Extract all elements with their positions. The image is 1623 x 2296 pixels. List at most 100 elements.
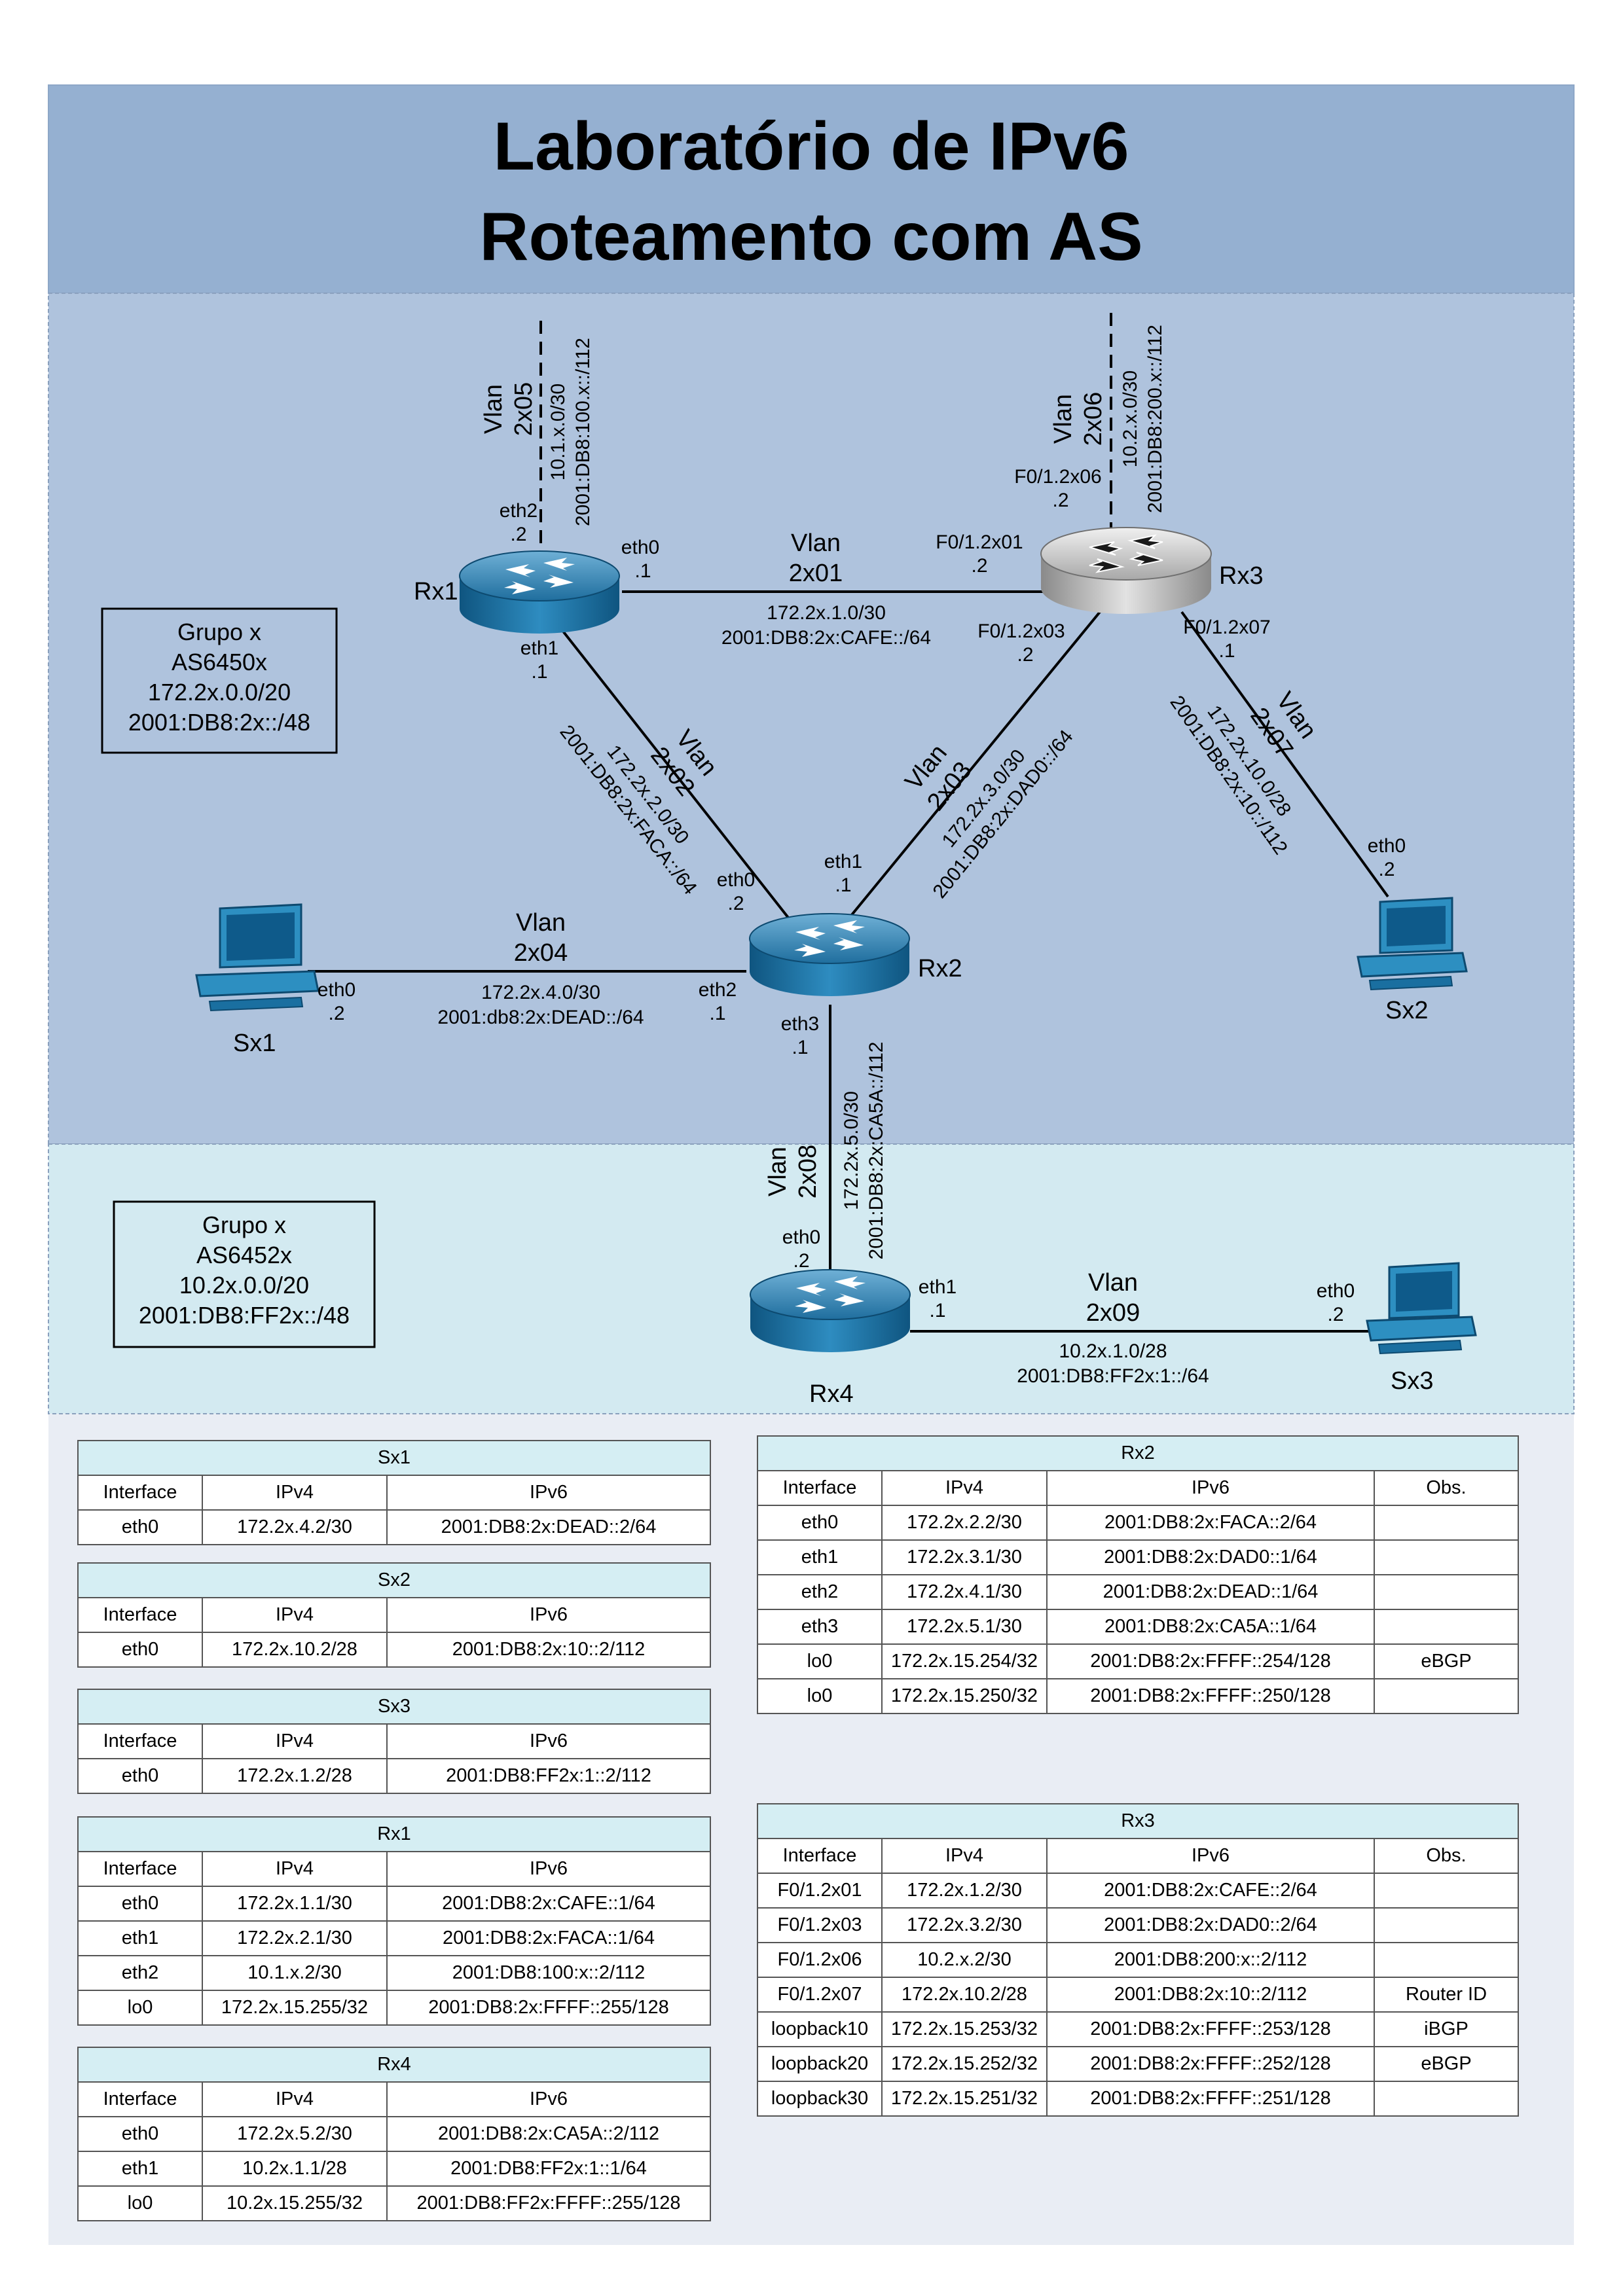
vlan-2x05-label: Vlan [480, 384, 507, 434]
vlan-2x04-ipv4: 172.2x.4.0/30 [481, 982, 600, 1003]
table-cell: 172.2x.3.2/30 [881, 1907, 1048, 1943]
table-cell: 10.2.x.2/30 [881, 1942, 1048, 1978]
router-rx1[interactable] [459, 550, 620, 634]
table-header-cell: Interface [77, 1475, 203, 1511]
table-caption-row: Rx1 [77, 1816, 711, 1852]
group-lower-line4: 2001:DB8:FF2x::/48 [139, 1302, 350, 1329]
port-rx2-eth3-host: .1 [792, 1037, 808, 1058]
table-header-cell: IPv6 [386, 1723, 711, 1759]
table-cell: 2001:DB8:100:x::2/112 [386, 1955, 711, 1991]
table-cell: 2001:DB8:2x:FFFF::254/128 [1046, 1643, 1375, 1679]
table-cell: eBGP [1374, 2046, 1519, 2082]
vlan-2x09-ipv6: 2001:DB8:FF2x:1::/64 [1017, 1365, 1209, 1387]
vlan-2x09-id: 2x09 [1086, 1299, 1140, 1327]
table-cell: 2001:DB8:2x:FACA::1/64 [386, 1920, 711, 1956]
port-rx3-f01-name: F0/1.2x01 [936, 531, 1023, 553]
table-cell: 172.2x.1.2/28 [202, 1758, 388, 1794]
port-sx2-eth0-host: .2 [1378, 859, 1395, 880]
router-rx3[interactable] [1040, 527, 1212, 614]
port-rx3-f06-host: .2 [1052, 490, 1068, 511]
table-cell: F0/1.2x07 [757, 1977, 883, 2013]
table-cell: 172.2x.2.1/30 [202, 1920, 388, 1956]
computer-sx1[interactable] [195, 903, 319, 1012]
table-header-cell: IPv4 [881, 1470, 1048, 1506]
as-upper-area [48, 293, 1575, 1145]
table-cell: loopback20 [757, 2046, 883, 2082]
table-cell: eth0 [77, 1758, 203, 1794]
table-cell: 172.2x.3.1/30 [881, 1539, 1048, 1575]
table-cell: 172.2x.15.251/32 [881, 2081, 1048, 2117]
table-cell [1374, 1574, 1519, 1610]
table-cell: 2001:DB8:2x:FFFF::251/128 [1046, 2081, 1375, 2117]
port-rx1-eth0-name: eth0 [621, 537, 659, 558]
table-cell: 172.2x.4.2/30 [202, 1509, 388, 1545]
vlan-2x09-ipv4: 10.2x.1.0/28 [1059, 1340, 1167, 1362]
vlan-2x06-id: 2x06 [1080, 392, 1107, 446]
router-icon [749, 913, 910, 996]
group-box-lower: Grupo x AS6452x 10.2x.0.0/20 2001:DB8:FF… [113, 1200, 376, 1348]
table-cell [1374, 1678, 1519, 1714]
table-header-cell: IPv6 [1046, 1470, 1375, 1506]
table-caption: Sx1 [77, 1440, 711, 1476]
table-caption: Rx1 [77, 1816, 711, 1852]
port-rx4-eth1-host: .1 [929, 1300, 945, 1321]
table-cell: 2001:DB8:2x:CAFE::1/64 [386, 1886, 711, 1922]
group-lower-line1: Grupo x [202, 1211, 286, 1238]
computer-sx2[interactable] [1357, 897, 1468, 991]
table-cell: 2001:DB8:2x:DEAD::2/64 [386, 1509, 711, 1545]
table-cell: eth1 [77, 1920, 203, 1956]
table-header-cell: IPv4 [881, 1838, 1048, 1874]
table-cell: lo0 [77, 2185, 203, 2221]
table-cell: 2001:DB8:2x:10::2/112 [386, 1632, 711, 1668]
table-header-cell: Interface [77, 1851, 203, 1887]
table-cell: 172.2x.5.2/30 [202, 2116, 388, 2152]
router-rx2[interactable] [749, 913, 910, 996]
vlan-2x01-ipv6: 2001:DB8:2x:CAFE::/64 [721, 627, 931, 649]
port-rx1-eth2-name: eth2 [500, 500, 538, 522]
table-cell: 2001:DB8:2x:CAFE::2/64 [1046, 1873, 1375, 1909]
vlan-2x05-ipv6: 2001:DB8:100.x::/112 [572, 338, 594, 526]
port-rx3-f03-name: F0/1.2x03 [977, 620, 1065, 642]
table-cell: 10.1.x.2/30 [202, 1955, 388, 1991]
table-cell: eth0 [77, 1509, 203, 1545]
device-label-sx1: Sx1 [233, 1030, 276, 1057]
group-upper-line2: AS6450x [172, 649, 267, 675]
table-cell: eth1 [77, 2151, 203, 2187]
group-lower-line2: AS6452x [196, 1242, 292, 1268]
port-rx2-eth2-host: .1 [709, 1003, 725, 1024]
table-cell: eth1 [757, 1539, 883, 1575]
vlan-2x08-id: 2x08 [794, 1145, 822, 1198]
table-cell: F0/1.2x03 [757, 1907, 883, 1943]
page-title-line2: Roteamento com AS [479, 199, 1143, 275]
device-label-rx4: Rx4 [809, 1380, 854, 1408]
table-cell: 10.2x.1.1/28 [202, 2151, 388, 2187]
table-caption-row: Rx3 [757, 1803, 1519, 1839]
group-box-upper: Grupo x AS6450x 172.2x.0.0/20 2001:DB8:2… [101, 607, 338, 754]
table-cell: loopback30 [757, 2081, 883, 2117]
table-caption: Sx3 [77, 1689, 711, 1725]
port-sx3-eth0-name: eth0 [1317, 1280, 1355, 1302]
device-label-rx2: Rx2 [918, 955, 962, 982]
router-rx4[interactable] [750, 1269, 911, 1352]
link-vlan-2x03 [847, 611, 1101, 921]
computer-sx3[interactable] [1366, 1262, 1477, 1355]
table-cell: 2001:DB8:2x:10::2/112 [1046, 1977, 1375, 2013]
device-label-rx3: Rx3 [1219, 562, 1264, 590]
port-rx3-f06-name: F0/1.2x06 [1014, 466, 1101, 488]
table-cell: F0/1.2x06 [757, 1942, 883, 1978]
table-caption: Rx2 [757, 1435, 1519, 1471]
